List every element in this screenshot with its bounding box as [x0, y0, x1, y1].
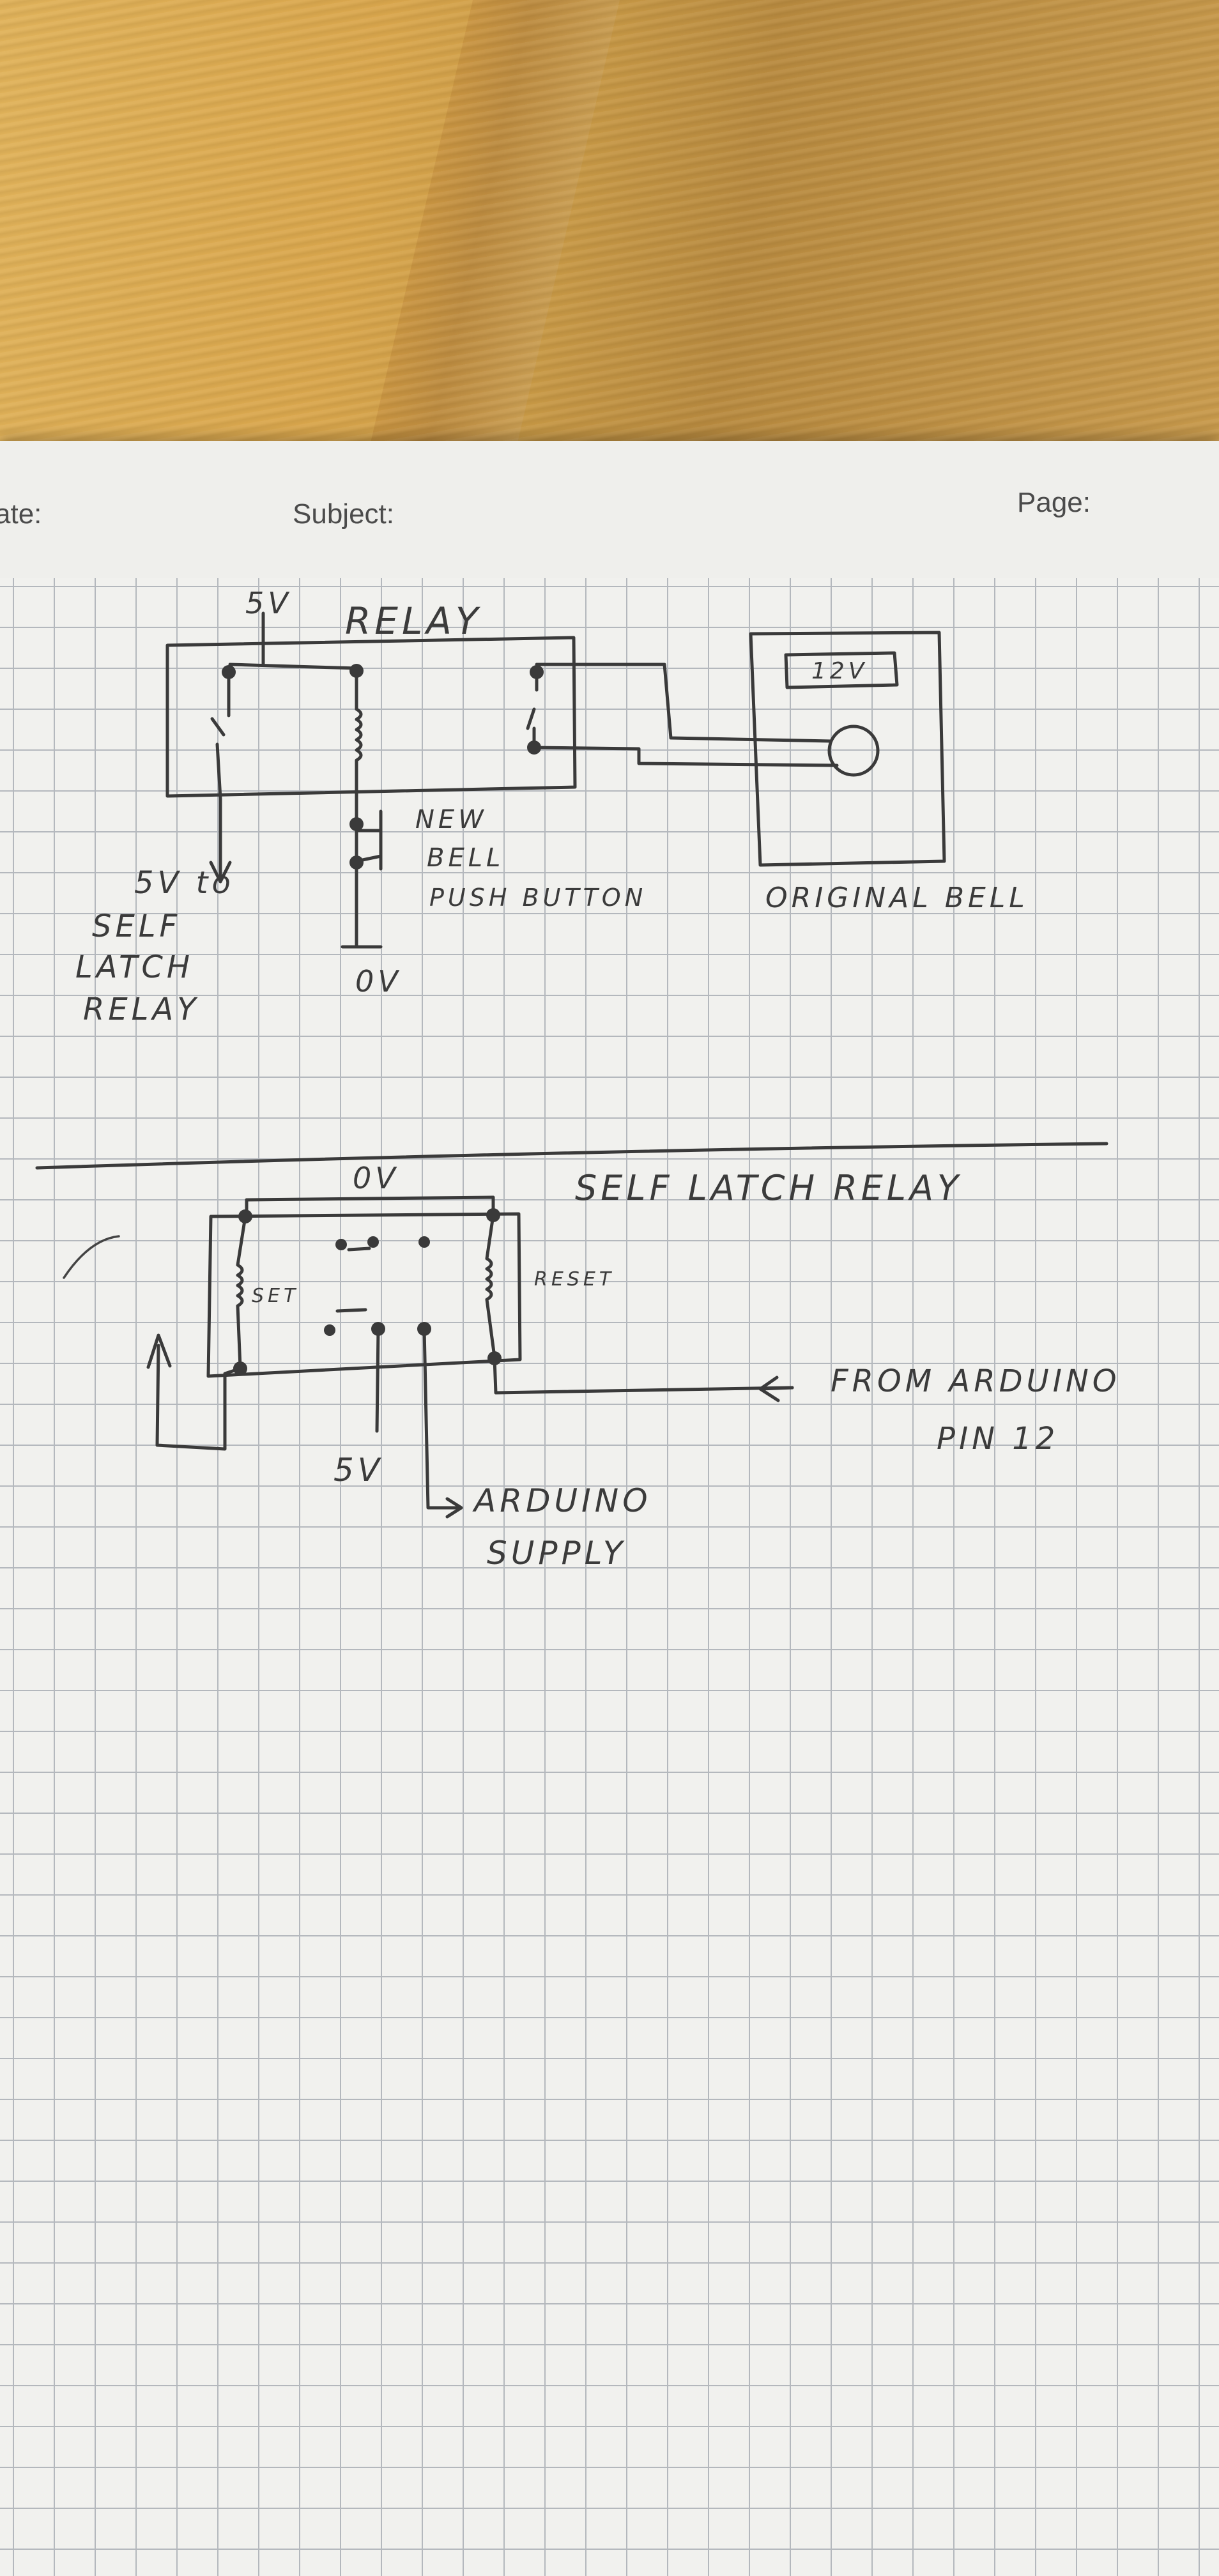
contact-node-3 — [418, 1236, 430, 1248]
relay-ground-label: 0V — [355, 964, 402, 999]
relay-coil-line — [355, 669, 363, 826]
relay-box — [165, 636, 577, 798]
self-latch-title: SELF LATCH RELAY — [575, 1168, 962, 1208]
output-label-line1: 5V to — [134, 865, 234, 901]
bell-symbol — [827, 724, 880, 777]
section-divider — [35, 1142, 1108, 1170]
bell-12v-box — [784, 651, 899, 689]
bell-12v-label: 12V — [811, 658, 868, 684]
contact-bar-top — [347, 1246, 371, 1252]
reset-coil — [485, 1213, 496, 1359]
latch-feedback-loop — [146, 1333, 242, 1451]
latch-5v-label: 5V — [334, 1452, 383, 1489]
latch-ground-label: 0V — [353, 1161, 399, 1195]
bell-wire-top — [535, 663, 832, 743]
from-arduino-arrow — [758, 1376, 794, 1402]
stray-pen-mark — [63, 1235, 120, 1279]
relay-output-arrow — [209, 841, 232, 884]
push-button-symbol — [355, 809, 383, 871]
original-bell-label: ORIGINAL BELL — [765, 882, 1029, 914]
relay-5v-label: 5V — [245, 586, 292, 620]
from-arduino-line2: PIN 12 — [937, 1421, 1059, 1457]
output-label-line4: RELAY — [83, 992, 200, 1027]
latch-relay-box — [206, 1212, 522, 1378]
latch-5v-line — [375, 1327, 380, 1433]
wood-grain — [0, 0, 1219, 486]
subject-label: Subject: — [293, 498, 394, 530]
set-coil-label: SET — [252, 1285, 299, 1307]
contact-bar-bottom — [335, 1308, 367, 1313]
contact-node-4 — [324, 1324, 335, 1336]
contact-node-1 — [335, 1239, 347, 1250]
page-label: Page: — [1017, 487, 1091, 518]
arduino-supply-line1: ARDUINO — [472, 1482, 652, 1519]
latch-ground-rail — [245, 1195, 495, 1217]
arduino-supply-line — [422, 1327, 463, 1519]
date-label: ate: — [0, 498, 42, 530]
ground-line — [341, 861, 383, 949]
bell-box — [749, 631, 946, 867]
wooden-desk-background — [0, 0, 1219, 486]
button-label-line3: PUSH BUTTON — [429, 884, 647, 912]
arduino-supply-line2: SUPPLY — [487, 1535, 626, 1572]
relay-right-switch — [526, 670, 539, 749]
from-arduino-line — [493, 1356, 794, 1395]
relay-left-switch — [210, 670, 231, 858]
relay-circuit — [165, 611, 946, 949]
button-label-line2: BELL — [427, 843, 504, 873]
from-arduino-line1: FROM ARDUINO — [831, 1363, 1121, 1399]
bell-wire-bottom — [532, 746, 839, 767]
output-label-line2: SELF — [92, 908, 181, 944]
paper-grid — [0, 578, 1219, 2576]
set-coil — [236, 1215, 247, 1369]
button-label-line1: NEW — [415, 805, 487, 834]
self-latch-relay-circuit — [63, 1195, 794, 1519]
relay-title: RELAY — [345, 599, 482, 643]
output-label-line3: LATCH — [75, 949, 194, 985]
reset-coil-label: RESET — [534, 1268, 615, 1291]
relay-top-rail — [228, 663, 360, 670]
contact-node-2 — [367, 1236, 379, 1248]
